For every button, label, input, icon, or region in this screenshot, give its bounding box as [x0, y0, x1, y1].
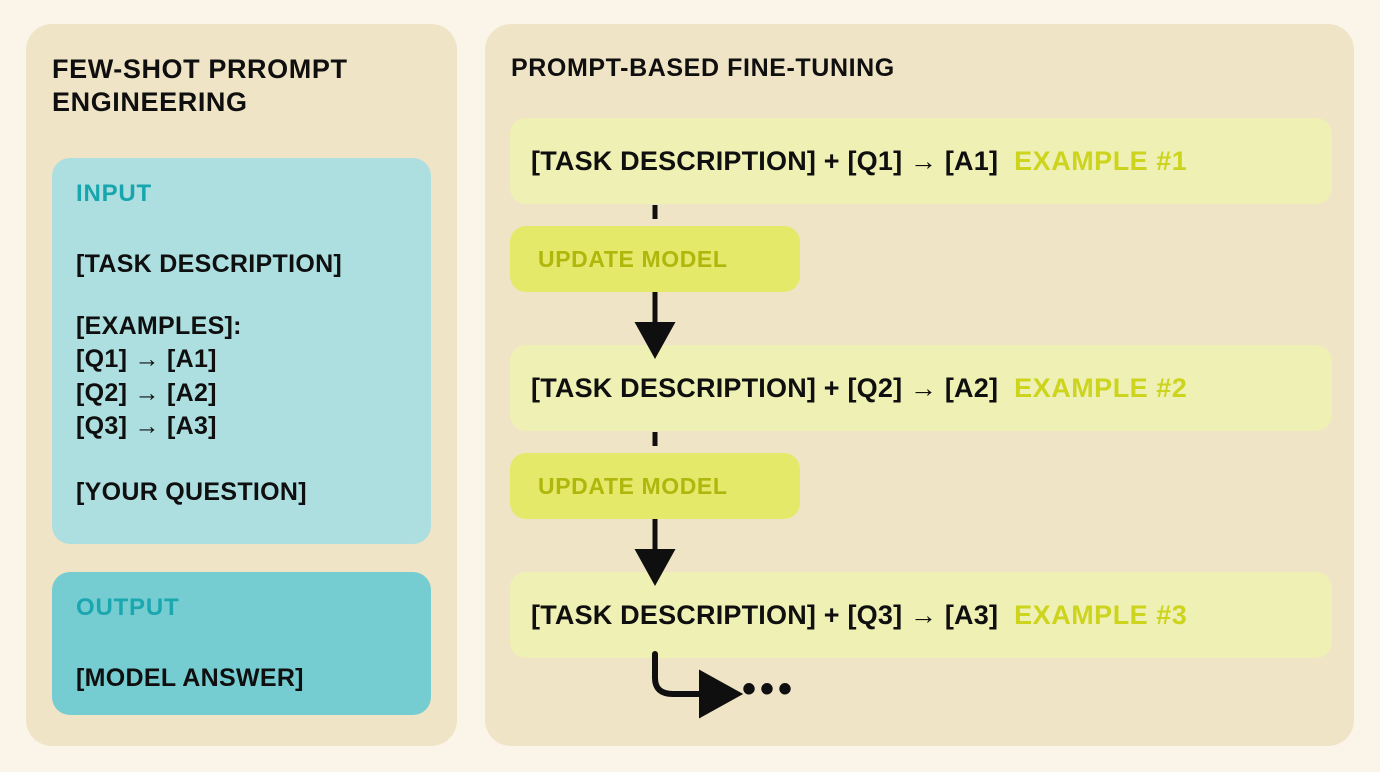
example-pair-3: [Q3] → [A3]	[76, 411, 217, 440]
example-row-1-text: [TASK DESCRIPTION] + [Q1] → [A1]	[531, 145, 999, 176]
right-panel-title: PROMPT-BASED FINE-TUNING	[511, 54, 895, 82]
example-row-1-tag: EXAMPLE #1	[1014, 145, 1188, 176]
output-label: OUTPUT	[76, 594, 180, 621]
examples-heading: [EXAMPLES]:	[76, 312, 242, 340]
update-model-pill-2: UPDATE MODEL	[510, 453, 800, 519]
left-panel-title: FEW-SHOT PRROMPT ENGINEERING	[52, 54, 348, 117]
output-model-answer: [MODEL ANSWER]	[76, 664, 304, 692]
example-pair-2: [Q2] → [A2]	[76, 378, 217, 407]
input-your-question: [YOUR QUESTION]	[76, 478, 307, 506]
input-card: INPUT [TASK DESCRIPTION] [EXAMPLES]: [Q1…	[52, 158, 431, 544]
example-row-3-tag: EXAMPLE #3	[1014, 599, 1188, 630]
output-card: OUTPUT [MODEL ANSWER]	[52, 572, 431, 715]
update-model-pill-1: UPDATE MODEL	[510, 226, 800, 292]
example-row-1: [TASK DESCRIPTION] + [Q1] → [A1] EXAMPLE…	[510, 118, 1332, 204]
example-row-3: [TASK DESCRIPTION] + [Q3] → [A3] EXAMPLE…	[510, 572, 1332, 658]
input-label: INPUT	[76, 180, 152, 207]
update-model-label-2: UPDATE MODEL	[538, 472, 728, 499]
example-pair-1: [Q1] → [A1]	[76, 345, 217, 374]
update-model-label-1: UPDATE MODEL	[538, 245, 728, 272]
example-row-3-text: [TASK DESCRIPTION] + [Q3] → [A3]	[531, 599, 999, 630]
example-row-2: [TASK DESCRIPTION] + [Q2] → [A2] EXAMPLE…	[510, 345, 1332, 431]
input-examples-block: [EXAMPLES]: [Q1] → [A1] [Q2] → [A2] [Q3]…	[76, 310, 242, 443]
continuation-ellipsis: •••	[742, 667, 797, 711]
input-task-description: [TASK DESCRIPTION]	[76, 250, 343, 278]
example-row-2-tag: EXAMPLE #2	[1014, 372, 1188, 403]
example-row-2-text: [TASK DESCRIPTION] + [Q2] → [A2]	[531, 372, 999, 403]
